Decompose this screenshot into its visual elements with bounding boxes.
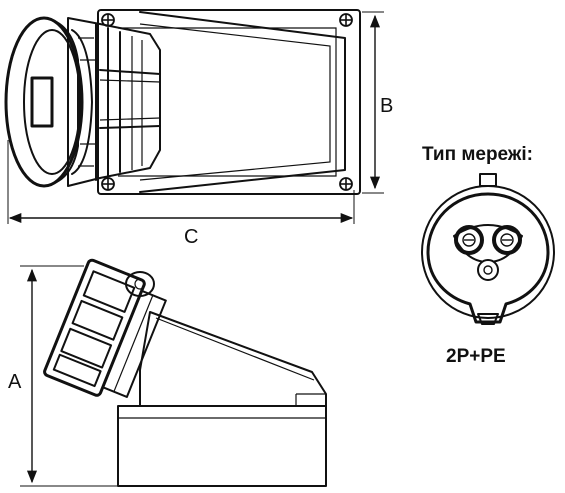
angled-housing-edge — [155, 317, 315, 381]
socket-collar — [71, 29, 93, 175]
tilted-socket — [43, 258, 167, 398]
housing-body-outline — [139, 11, 346, 193]
plate-inner-rim — [118, 27, 337, 177]
plate-screw-icon — [339, 177, 353, 191]
plate-screw-icon — [101, 177, 115, 191]
tilted-socket-segment — [82, 270, 136, 313]
socket-face-outer — [421, 185, 555, 319]
base-box — [117, 405, 327, 487]
pin-configuration-label: 2P+PE — [446, 346, 506, 367]
dim-a-label: A — [8, 371, 22, 393]
angled-housing — [139, 311, 327, 407]
socket-face-view: Тип мережі: 2P+PE — [421, 144, 555, 367]
socket-flange — [67, 17, 161, 187]
tilted-socket-collar — [101, 289, 167, 398]
housing-body-inner — [139, 23, 331, 181]
socket-cap-side — [43, 17, 79, 187]
socket-shroud — [426, 192, 550, 324]
hinge-loop — [125, 271, 155, 297]
socket-lid-window — [30, 76, 54, 128]
hinge-pin-icon — [134, 278, 146, 290]
live-pin-icon — [454, 225, 484, 255]
tilted-socket-segment — [60, 327, 113, 369]
network-type-label: Тип мережі: — [422, 144, 533, 165]
top-view: C B — [4, 9, 393, 248]
socket-cap — [4, 16, 84, 188]
socket-ribs — [95, 23, 161, 181]
tilted-socket-segment — [52, 353, 102, 388]
dim-b-label: B — [380, 95, 393, 117]
plate-screw-icon — [339, 13, 353, 27]
key-tab — [479, 173, 497, 187]
socket-cap-inner — [23, 29, 81, 175]
tilted-socket-segment — [71, 299, 124, 341]
dim-c-label: C — [184, 226, 198, 248]
earth-tab — [477, 313, 499, 325]
socket-collar-detail — [78, 37, 96, 167]
pin-carrier — [453, 224, 523, 263]
mounting-plate — [97, 9, 361, 195]
neutral-pin-icon — [492, 225, 522, 255]
tilted-socket-cap — [43, 258, 146, 397]
earth-pin-icon — [477, 259, 499, 281]
side-view: A — [8, 258, 327, 487]
